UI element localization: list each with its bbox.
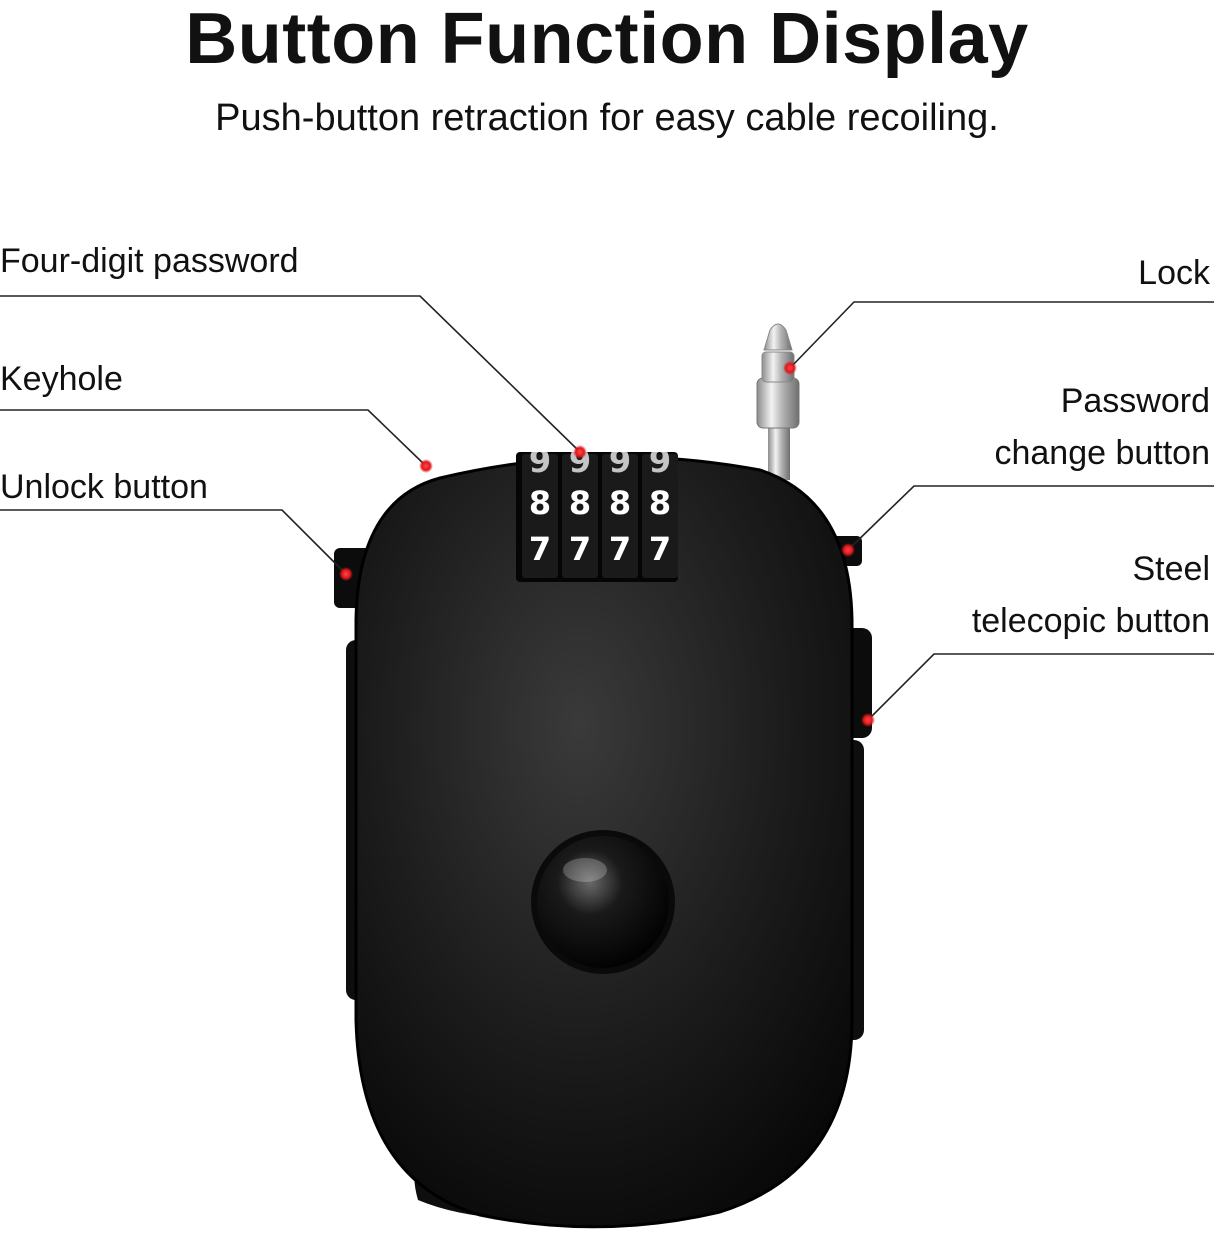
leader-lock bbox=[789, 301, 1214, 369]
marker-keyhole bbox=[419, 459, 433, 473]
label-steel-telescopic-line1: Steel bbox=[1132, 550, 1211, 588]
page-subtitle: Push-button retraction for easy cable re… bbox=[215, 97, 999, 139]
leader-four-digit-password bbox=[0, 295, 581, 453]
label-steel-telescopic-line2: telecopic button bbox=[971, 602, 1210, 640]
dial-digit: 8 bbox=[529, 484, 551, 522]
dial-digit: 7 bbox=[569, 530, 591, 568]
marker-steel-telescopic bbox=[861, 713, 875, 727]
leader-lines bbox=[0, 295, 1214, 721]
dial-digit: 7 bbox=[609, 530, 631, 568]
page-title: Button Function Display bbox=[185, 0, 1029, 79]
dial-digit: 8 bbox=[609, 484, 631, 522]
label-unlock-button: Unlock button bbox=[0, 468, 208, 506]
leader-keyhole bbox=[0, 409, 427, 467]
marker-four-digit-password bbox=[573, 445, 587, 459]
dial-digit: 8 bbox=[649, 484, 671, 522]
steel-pin bbox=[756, 323, 800, 480]
release-knob bbox=[537, 836, 669, 968]
dial-digit: 7 bbox=[649, 530, 671, 568]
label-four-digit-password: Four-digit password bbox=[0, 242, 299, 280]
marker-unlock-button bbox=[339, 567, 353, 581]
callout-markers bbox=[339, 361, 875, 727]
leader-unlock-button bbox=[0, 509, 347, 575]
label-keyhole: Keyhole bbox=[0, 360, 123, 398]
leader-password-change bbox=[847, 485, 1214, 551]
label-lock: Lock bbox=[1138, 254, 1210, 292]
label-password-change-line2: change button bbox=[994, 434, 1210, 472]
marker-password-change bbox=[841, 543, 855, 557]
dial-digit: 7 bbox=[529, 530, 551, 568]
dial-digit: 8 bbox=[569, 484, 591, 522]
dial-digit: 9 bbox=[609, 442, 631, 480]
dial-digit: 9 bbox=[529, 442, 551, 480]
marker-lock bbox=[783, 361, 797, 375]
knob-highlight bbox=[563, 858, 607, 882]
leader-steel-telescopic bbox=[867, 653, 1214, 721]
label-password-change-line1: Password bbox=[1060, 382, 1210, 420]
dial-wheels bbox=[522, 454, 678, 578]
dial-digit: 9 bbox=[649, 442, 671, 480]
